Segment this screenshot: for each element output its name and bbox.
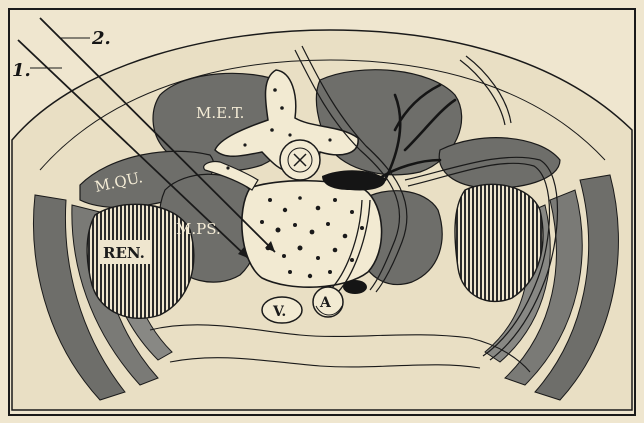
needle-2-label: 2. — [91, 28, 111, 49]
met-label: M.E.T. — [196, 104, 244, 122]
ganglion-small — [343, 280, 367, 294]
ren-label: REN. — [103, 244, 145, 262]
mps-label: M.PS. — [176, 220, 221, 238]
vein-label: V. — [272, 304, 286, 320]
artery-label: A — [319, 295, 332, 311]
needle-1-label: 1. — [12, 60, 31, 81]
